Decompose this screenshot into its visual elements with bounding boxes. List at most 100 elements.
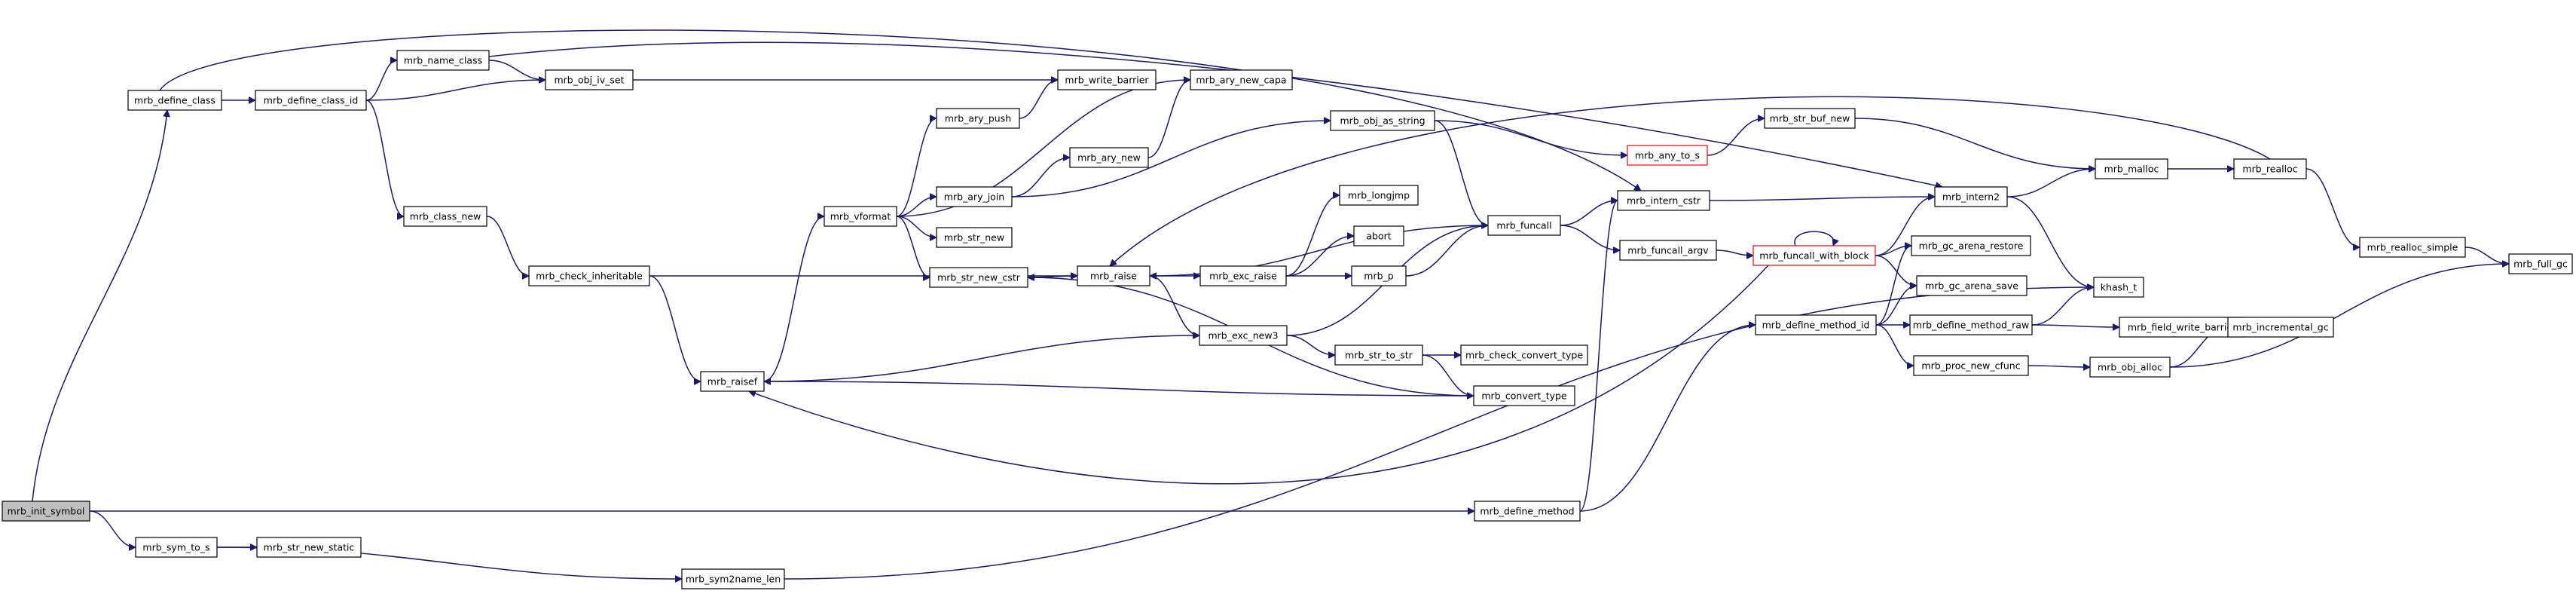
node-mrb-obj-as-string[interactable]: mrb_obj_as_string [1330,110,1435,131]
node-label: mrb_str_new_cstr [937,272,1021,283]
node-mrb-gc-arena-save[interactable]: mrb_gc_arena_save [1916,275,2027,296]
node-mrb-str-new-static[interactable]: mrb_str_new_static [256,537,362,558]
node-abort[interactable]: abort [1353,225,1404,246]
edge-mrb-class-new-to-mrb-check-inheritable [486,216,530,276]
node-mrb-full-gc[interactable]: mrb_full_gc [2508,253,2573,274]
node-box [528,265,650,286]
node-mrb-str-buf-new[interactable]: mrb_str_buf_new [1764,108,1856,129]
edge-mrb-funcall-with-block-to-mrb-funcall-with-block [1794,231,1834,246]
node-mrb-class-new[interactable]: mrb_class_new [403,206,487,227]
node-mrb-ary-new[interactable]: mrb_ary_new [1069,147,1149,168]
node-mrb-write-barrier[interactable]: mrb_write_barrier [1057,69,1157,90]
node-mrb-ary-new-capa[interactable]: mrb_ary_new_capa [1190,69,1293,90]
edge-mrb-vformat-to-mrb-ary-push [896,118,937,217]
node-label: mrb_vformat [830,211,891,222]
node-mrb-check-inheritable[interactable]: mrb_check_inheritable [528,265,650,286]
node-mrb-proc-new-cfunc[interactable]: mrb_proc_new_cfunc [1913,355,2029,376]
node-box [1351,265,1407,286]
node-mrb-funcall-with-block[interactable]: mrb_funcall_with_block [1752,245,1876,266]
node-mrb-malloc[interactable]: mrb_malloc [2095,158,2168,179]
edge-mrb-check-inheritable-to-mrb-raisef [649,275,701,381]
node-mrb-sym-to-s[interactable]: mrb_sym_to_s [135,537,218,558]
node-mrb-intern-cstr[interactable]: mrb_intern_cstr [1617,190,1710,211]
node-label: mrb_define_class [134,95,215,106]
node-mrb-ary-join[interactable]: mrb_ary_join [936,186,1013,207]
node-box [929,267,1028,288]
edge-mrb-sym2name-len-to-khash-t [784,287,2094,580]
node-box [396,50,490,71]
edge-mrb-define-method-raw-to-mrb-field-write-barrier [2031,325,2119,327]
edge-mrb-exc-raise-to-mrb-longjmp [1285,195,1340,277]
node-box [681,568,785,589]
node-mrb-intern2[interactable]: mrb_intern2 [1934,186,2008,207]
node-label: mrb_define_class_id [264,95,359,106]
node-mrb-str-new[interactable]: mrb_str_new [936,227,1013,248]
node-mrb-str-new-cstr[interactable]: mrb_str_new_cstr [929,267,1028,288]
node-mrb-longjmp[interactable]: mrb_longjmp [1339,185,1419,206]
node-label: mrb_gc_arena_save [1925,280,2018,292]
edge-mrb-intern-cstr-to-mrb-intern2 [1709,197,1935,201]
edge-mrb-exc-new3-to-mrb-str-to-str [1286,335,1335,355]
node-box [1199,265,1287,286]
node-mrb-gc-arena-restore[interactable]: mrb_gc_arena_restore [1911,235,2031,256]
node-mrb-funcall-argv[interactable]: mrb_funcall_argv [1619,240,1717,261]
node-mrb-name-class[interactable]: mrb_name_class [396,50,490,71]
edge-mrb-p-to-mrb-funcall [1405,225,1488,277]
node-label: mrb_name_class [404,55,482,66]
node-khash-t[interactable]: khash_t [2093,277,2144,298]
node-mrb-vformat[interactable]: mrb_vformat [824,206,897,227]
edge-mrb-ary-join-to-mrb-obj-as-string [1011,121,1331,197]
node-box [1077,265,1150,286]
edge-mrb-obj-as-string-to-mrb-funcall [1434,120,1489,225]
node-box [1755,314,1877,335]
edge-mrb-name-class-to-mrb-obj-iv-set [488,60,545,80]
node-box [1487,215,1561,236]
node-label: mrb_sym2name_len [686,574,781,585]
node-box [256,537,362,558]
node-mrb-define-class-id[interactable]: mrb_define_class_id [255,90,367,111]
node-label: mrb_obj_iv_set [554,75,624,86]
edge-mrb-str-buf-new-to-mrb-malloc [1854,118,2095,169]
node-mrb-incremental-gc[interactable]: mrb_incremental_gc [2227,317,2334,338]
node-mrb-any-to-s[interactable]: mrb_any_to_s [1627,145,1708,166]
node-label: mrb_check_convert_type [1465,350,1583,361]
node-mrb-funcall[interactable]: mrb_funcall [1487,215,1561,236]
node-mrb-define-class[interactable]: mrb_define_class [127,90,222,111]
edge-mrb-str-to-str-to-mrb-convert-type [1422,354,1474,396]
node-mrb-raisef[interactable]: mrb_raisef [700,371,765,392]
node-box [1474,501,1581,522]
node-box [403,206,487,227]
node-label: mrb_ary_join [944,191,1004,203]
node-box [127,90,222,111]
node-mrb-define-method-id[interactable]: mrb_define_method_id [1755,314,1877,335]
node-mrb-raise[interactable]: mrb_raise [1077,265,1150,286]
node-box [2508,253,2573,274]
node-mrb-p[interactable]: mrb_p [1351,265,1407,286]
node-mrb-obj-alloc[interactable]: mrb_obj_alloc [2089,357,2171,378]
node-label: mrb_sym_to_s [142,542,209,553]
node-label: mrb_define_method_id [1762,320,1870,331]
node-mrb-realloc[interactable]: mrb_realloc [2233,158,2307,179]
node-mrb-exc-raise[interactable]: mrb_exc_raise [1199,265,1287,286]
edge-mrb-funcall-with-block-to-mrb-gc-arena-save [1875,255,1917,286]
node-mrb-sym2name-len[interactable]: mrb_sym2name_len [681,568,785,589]
node-mrb-field-write-barrier[interactable]: mrb_field_write_barrier [2119,317,2245,338]
edge-mrb-define-class-id-to-mrb-name-class [365,60,398,101]
node-mrb-realloc-simple[interactable]: mrb_realloc_simple [2359,237,2466,258]
edge-mrb-ary-push-to-mrb-write-barrier [1019,80,1059,119]
node-mrb-define-method-raw[interactable]: mrb_define_method_raw [1909,314,2033,335]
node-label: mrb_ary_push [945,113,1011,124]
node-mrb-ary-push[interactable]: mrb_ary_push [936,108,1020,129]
node-mrb-define-method[interactable]: mrb_define_method [1474,501,1581,522]
edge-mrb-realloc-to-mrb-realloc-simple [2306,168,2361,247]
edge-mrb-funcall-with-block-to-mrb-intern2 [1875,197,1936,256]
node-mrb-exc-new3[interactable]: mrb_exc_new3 [1199,325,1288,346]
node-mrb-str-to-str[interactable]: mrb_str_to_str [1334,344,1423,366]
node-label: mrb_longjmp [1348,190,1410,201]
node-mrb-convert-type[interactable]: mrb_convert_type [1473,385,1575,406]
node-mrb-obj-iv-set[interactable]: mrb_obj_iv_set [545,69,634,90]
node-mrb-check-convert-type[interactable]: mrb_check_convert_type [1460,344,1588,366]
node-label: mrb_class_new [410,211,481,222]
edge-mrb-init-symbol-to-mrb-define-class [32,110,167,502]
node-mrb-init-symbol[interactable]: mrb_init_symbol [2,501,90,522]
